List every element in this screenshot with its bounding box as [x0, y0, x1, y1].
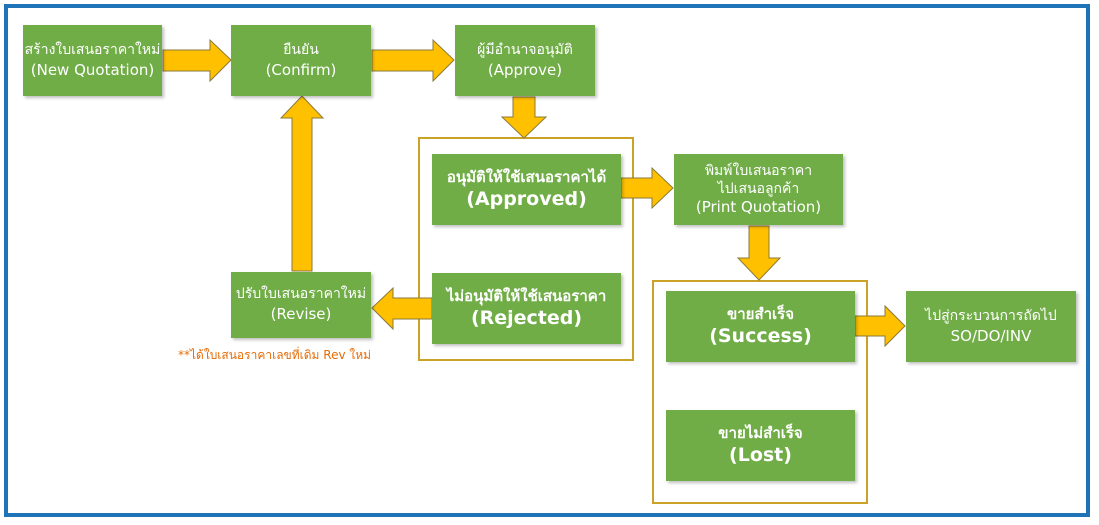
node-rejected[interactable]: ไม่อนุมัติให้ใช้เสนอราคา (Rejected): [432, 273, 621, 344]
node-success[interactable]: ขายสำเร็จ (Success): [666, 291, 855, 362]
node-print-quotation[interactable]: พิมพ์ใบเสนอราคา ไปเสนอลูกค้า (Print Quot…: [674, 154, 843, 225]
node-thai-label: ผู้มีอำนาจอนุมัติ: [477, 41, 573, 58]
node-thai-label-line2: ไปเสนอลูกค้า: [717, 180, 800, 197]
node-english-label: (Approve): [487, 60, 563, 79]
arrow-print-to-outcome: [736, 225, 782, 281]
revision-note: **ได้ใบเสนอราคาเลขที่เดิม Rev ใหม่: [178, 348, 372, 362]
arrow-approved-to-print: [620, 166, 674, 210]
approval-decision-group: [418, 137, 634, 361]
node-thai-label: ขายสำเร็จ: [726, 304, 795, 323]
node-english-label: (Revise): [270, 305, 332, 324]
arrow-approve-to-group: [500, 96, 548, 139]
arrow-success-to-next: [854, 304, 906, 348]
node-english-label: (Rejected): [470, 306, 583, 329]
node-thai-label: ยืนยัน: [283, 41, 319, 58]
arrow-rejected-to-revise: [371, 286, 433, 331]
node-next-process[interactable]: ไปสู่กระบวนการถัดไป SO/DO/INV: [906, 291, 1076, 362]
node-thai-label: ไม่อนุมัติให้ใช้เสนอราคา: [446, 286, 607, 305]
node-approve[interactable]: ผู้มีอำนาจอนุมัติ (Approve): [455, 25, 595, 96]
node-english-label: (Lost): [729, 443, 792, 466]
arrow-new-to-confirm: [162, 38, 232, 83]
node-english-label: (Approved): [466, 187, 587, 210]
node-thai-label: สร้างใบเสนอราคาใหม่: [24, 41, 161, 58]
node-thai-label: ขายไม่สำเร็จ: [718, 423, 803, 442]
node-english-label: (Print Quotation): [695, 197, 822, 216]
arrow-revise-to-confirm: [279, 95, 325, 272]
node-lost[interactable]: ขายไม่สำเร็จ (Lost): [666, 410, 855, 481]
node-english-label: (Success): [709, 324, 812, 347]
node-thai-label: ไปสู่กระบวนการถัดไป: [925, 307, 1057, 324]
node-thai-label: อนุมัติให้ใช้เสนอราคาได้: [446, 167, 607, 186]
node-thai-label: ปรับใบเสนอราคาใหม่: [235, 286, 367, 303]
arrow-confirm-to-approve: [371, 38, 455, 83]
node-english-label: (New Quotation): [30, 60, 155, 79]
sales-outcome-group: [652, 280, 868, 504]
node-english-label: (Confirm): [265, 60, 337, 79]
node-new-quotation[interactable]: สร้างใบเสนอราคาใหม่ (New Quotation): [23, 25, 162, 96]
node-thai-label-line1: พิมพ์ใบเสนอราคา: [704, 162, 813, 179]
node-confirm[interactable]: ยืนยัน (Confirm): [231, 25, 371, 96]
node-revise[interactable]: ปรับใบเสนอราคาใหม่ (Revise): [231, 272, 371, 338]
node-approved[interactable]: อนุมัติให้ใช้เสนอราคาได้ (Approved): [432, 154, 621, 225]
node-english-label: SO/DO/INV: [950, 326, 1032, 345]
